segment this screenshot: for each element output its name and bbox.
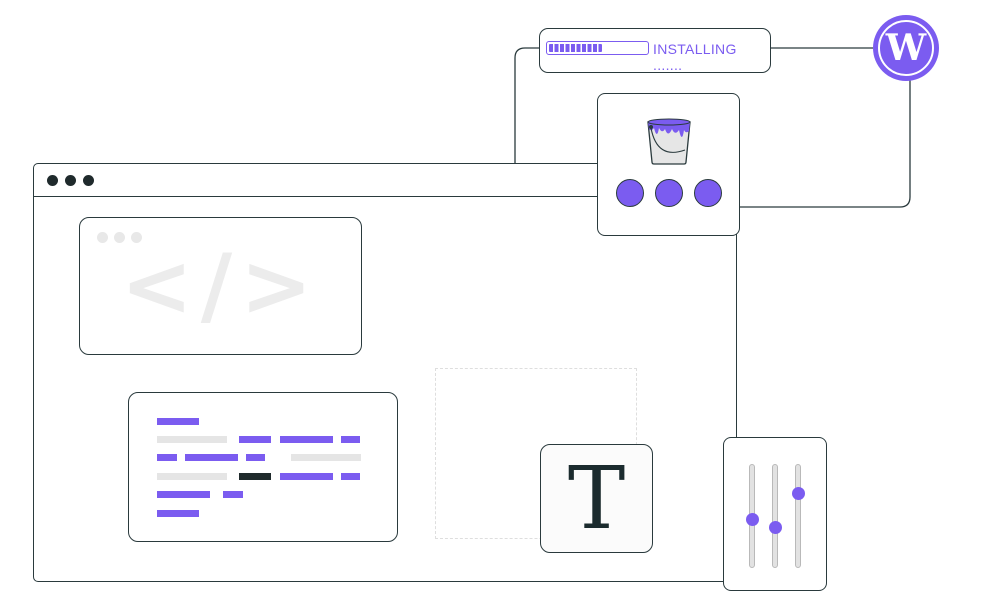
text-line	[157, 454, 177, 461]
color-swatch[interactable]	[616, 179, 644, 207]
browser-titlebar	[34, 164, 736, 197]
slider-knob[interactable]	[769, 521, 782, 535]
text-line	[157, 436, 227, 443]
text-line	[223, 491, 243, 498]
install-progress-bar	[546, 41, 649, 55]
color-swatch[interactable]	[655, 179, 683, 207]
paint-bucket-icon	[647, 118, 691, 165]
text-line	[157, 510, 199, 517]
wordpress-icon: W	[873, 15, 939, 81]
wordpress-glyph: W	[878, 20, 934, 76]
slider-knob[interactable]	[792, 486, 805, 500]
text-line	[157, 418, 199, 425]
text-line	[341, 473, 360, 480]
text-line	[291, 454, 361, 461]
slider-track[interactable]	[746, 464, 759, 568]
text-line	[157, 473, 227, 480]
typography-tile: T	[540, 444, 653, 553]
theme-palette-card	[597, 93, 740, 236]
install-status-box: INSTALLING .......	[539, 28, 771, 73]
text-line	[280, 436, 333, 443]
window-dot	[83, 175, 94, 186]
slider-track[interactable]	[769, 464, 782, 568]
color-swatch[interactable]	[694, 179, 722, 207]
text-line	[185, 454, 238, 461]
slider-knob[interactable]	[746, 513, 759, 527]
window-dot	[65, 175, 76, 186]
install-status-label: INSTALLING .......	[653, 41, 737, 73]
text-line	[280, 473, 333, 480]
card-dot	[131, 232, 142, 243]
text-content-card	[128, 392, 398, 542]
text-line	[341, 436, 360, 443]
card-dot	[97, 232, 108, 243]
settings-sliders-card	[723, 437, 827, 591]
typography-icon: T	[567, 448, 626, 549]
slider-track[interactable]	[792, 464, 805, 568]
window-dot	[47, 175, 58, 186]
code-editor-card: </>	[79, 217, 362, 355]
text-line	[239, 436, 271, 443]
text-line	[239, 473, 271, 480]
install-progress-fill	[549, 44, 603, 52]
code-icon: </>	[120, 236, 321, 336]
text-line	[157, 491, 210, 498]
card-dot	[114, 232, 125, 243]
text-line	[246, 454, 265, 461]
